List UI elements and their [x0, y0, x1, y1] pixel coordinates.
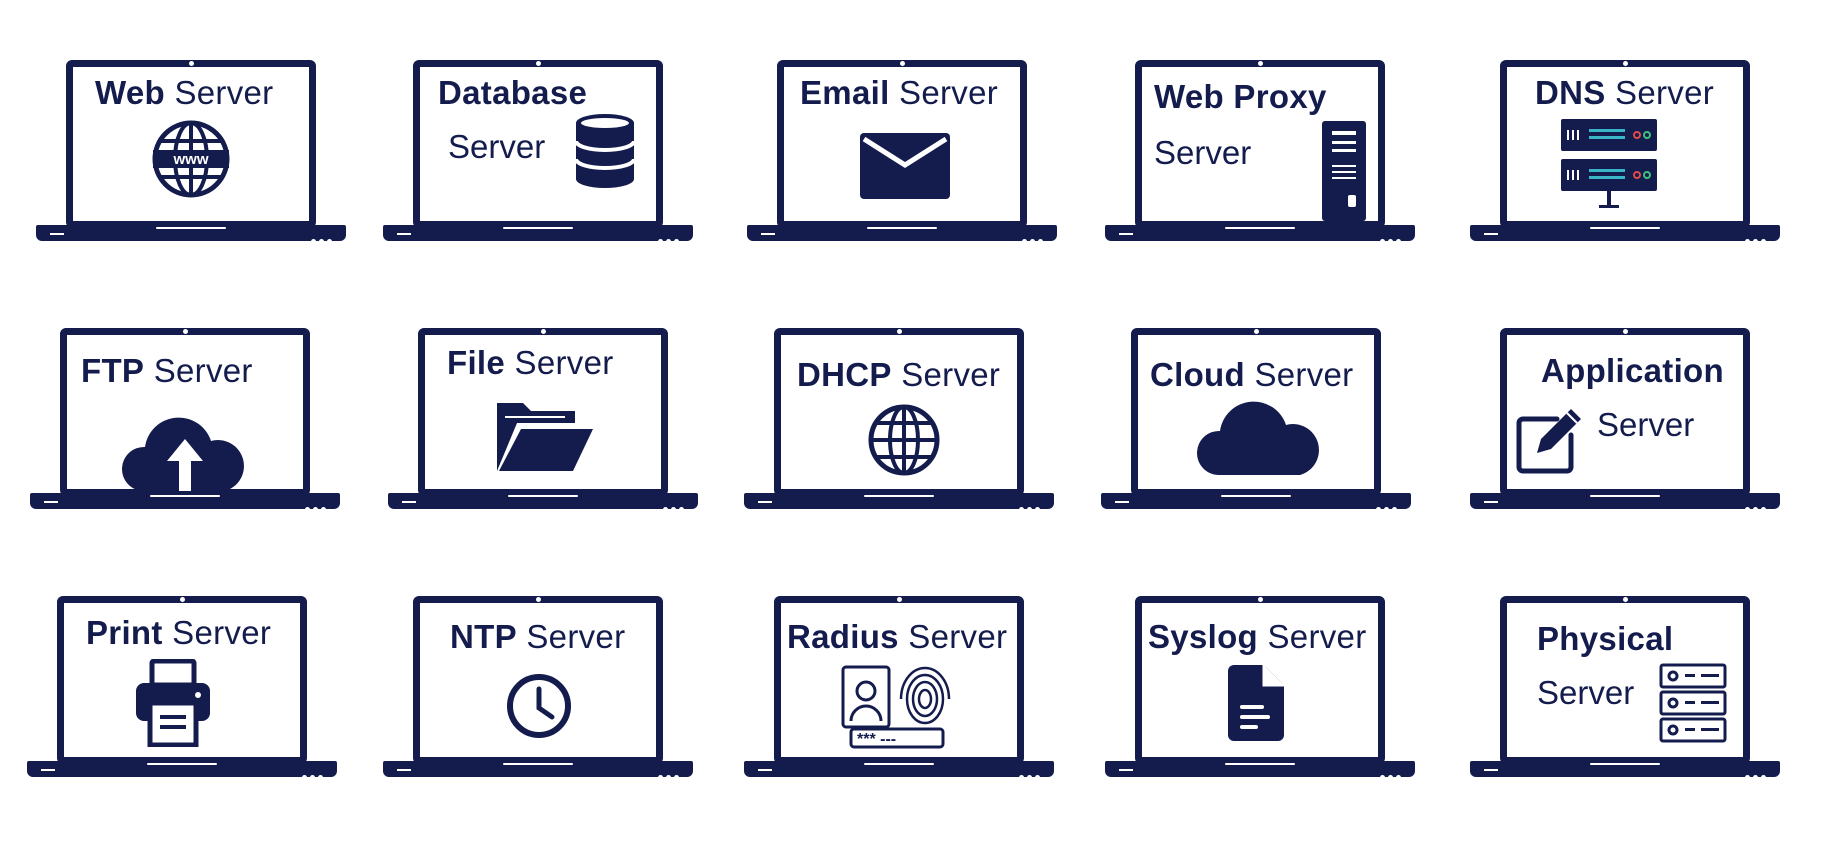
- server-title: Web Server: [95, 74, 274, 111]
- server-title: DHCP Server: [797, 356, 1001, 393]
- server-title: NTP Server: [450, 618, 626, 655]
- edit-icon: [1515, 405, 1585, 475]
- server-tower-icon: [1322, 121, 1366, 221]
- laptop-application-server: Application Server: [1470, 328, 1790, 518]
- laptop-web-server: Web Server www: [36, 60, 356, 250]
- server-subtitle: Server: [448, 128, 546, 165]
- server-title: FTP Server: [81, 352, 253, 389]
- server-title: Cloud Server: [1150, 356, 1354, 393]
- server-title: Application: [1541, 352, 1724, 389]
- laptop-web-proxy-server: Web Proxy Server: [1105, 60, 1425, 250]
- server-title: Email Server: [800, 74, 999, 111]
- laptop-database-server: Database Server: [383, 60, 703, 250]
- laptop-email-server: Email Server: [747, 60, 1067, 250]
- server-title: DNS Server: [1535, 74, 1715, 111]
- clock-icon: [506, 673, 572, 739]
- laptop-physical-server: Physical Server: [1470, 596, 1790, 786]
- server-title: Radius Server: [787, 618, 1008, 655]
- server-title: Database: [438, 74, 588, 111]
- server-title: File Server: [447, 344, 614, 381]
- server-subtitle: Server: [1597, 406, 1695, 443]
- printer-icon: [134, 659, 212, 747]
- laptop-file-server: File Server: [388, 328, 708, 518]
- server-subtitle: Server: [1154, 134, 1252, 171]
- laptop-radius-server: Radius Server *** ---: [744, 596, 1064, 786]
- laptop-dns-server: DNS Server: [1470, 60, 1790, 250]
- document-icon: [1228, 665, 1284, 741]
- laptop-ntp-server: NTP Server: [383, 596, 703, 786]
- fingerprint-id-icon: *** ---: [841, 665, 961, 751]
- password-mask: *** ---: [857, 731, 896, 748]
- laptop-dhcp-server: DHCP Server: [744, 328, 1064, 518]
- server-title: Physical: [1537, 620, 1674, 657]
- www-label: www: [172, 151, 208, 168]
- server-title: Web Proxy: [1154, 78, 1327, 115]
- laptop-syslog-server: Syslog Server: [1105, 596, 1425, 786]
- server-title: Syslog Server: [1148, 618, 1367, 655]
- server-rack-icon: [1561, 119, 1657, 211]
- cloud-icon: [1196, 399, 1322, 475]
- server-subtitle: Server: [1537, 674, 1635, 711]
- server-title: Print Server: [86, 614, 272, 651]
- laptop-print-server: Print Server: [27, 596, 347, 786]
- cloud-upload-icon: [121, 413, 247, 491]
- folder-open-icon: [497, 397, 593, 471]
- server-stack-icon: [1659, 663, 1727, 743]
- globe-www-icon: www: [151, 119, 231, 199]
- globe-icon: [867, 403, 941, 477]
- envelope-icon: [860, 133, 950, 199]
- laptop-cloud-server: Cloud Server: [1101, 328, 1421, 518]
- laptop-ftp-server: FTP Server: [30, 328, 350, 518]
- database-icon: [572, 113, 638, 189]
